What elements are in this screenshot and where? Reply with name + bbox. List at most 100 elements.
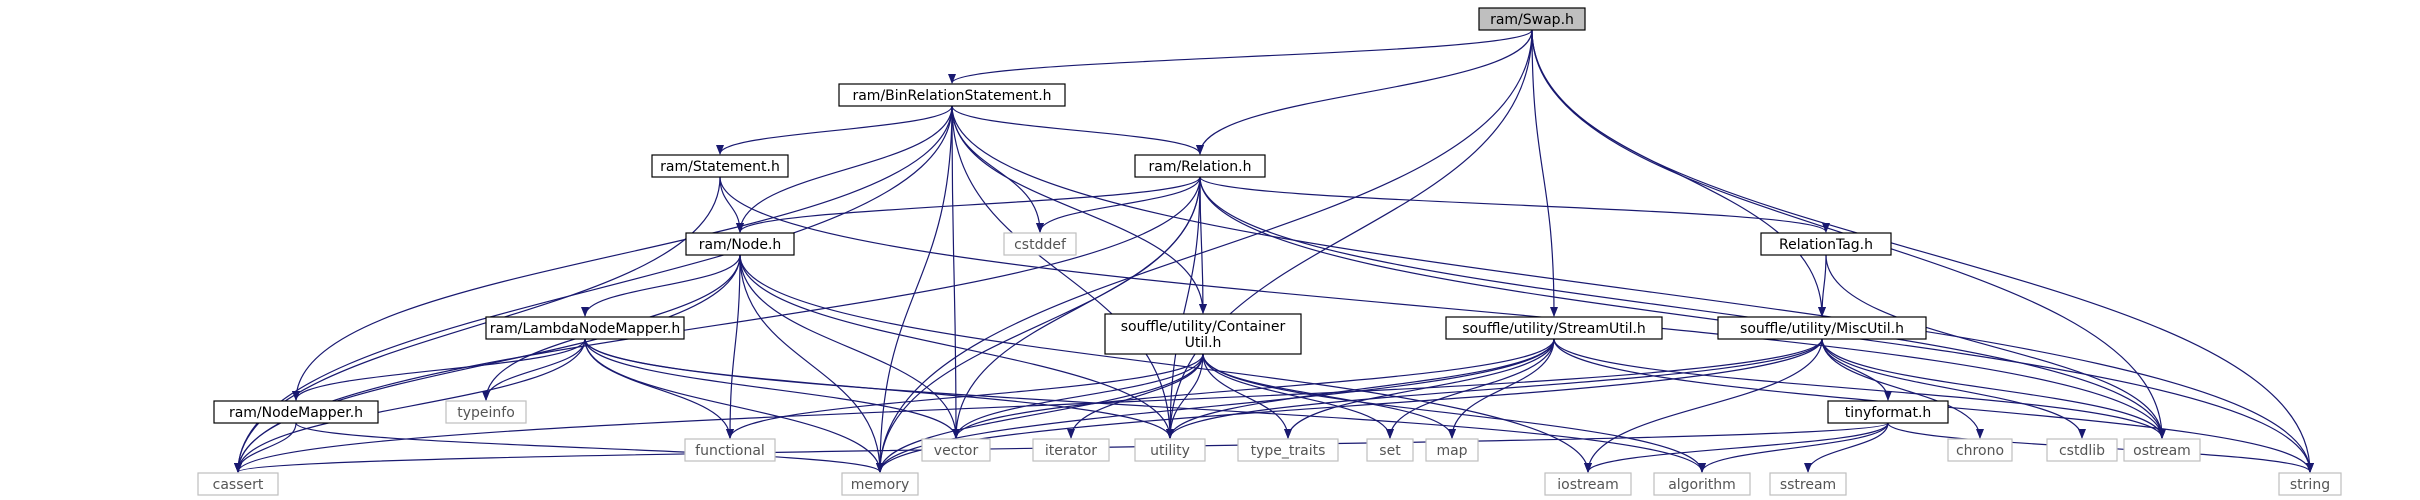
edge-binrel-to-statement xyxy=(716,105,953,155)
node-string: string xyxy=(2278,472,2342,496)
node-utility-box xyxy=(1134,438,1206,462)
node-binrel-box xyxy=(838,83,1066,107)
edge-miscutil-to-ostream xyxy=(1821,338,2166,439)
node-type-traits-box xyxy=(1237,438,1339,462)
edge-node-to-iostream xyxy=(739,254,1592,473)
node-ostream-label: ostream xyxy=(2133,443,2191,459)
node-node-label: ram/Node.h xyxy=(699,237,782,253)
node-swap[interactable]: ram/Swap.h xyxy=(1478,7,1586,31)
edge-miscutil-to-memory xyxy=(876,338,1823,473)
node-nodemapper[interactable]: ram/NodeMapper.h xyxy=(213,400,379,424)
edge-swap-to-utility xyxy=(1166,29,1533,439)
edge-binrel-to-node xyxy=(736,105,953,233)
node-ostream-box xyxy=(2123,438,2201,462)
edge-streamutil-to-vector xyxy=(952,338,1555,439)
node-string-label: string xyxy=(2290,477,2330,493)
node-tinyformat-box xyxy=(1827,400,1949,424)
node-cstdlib-label: cstdlib xyxy=(2059,443,2105,459)
edge-relationtag-to-ostream xyxy=(1825,254,2166,439)
node-vector: vector xyxy=(921,438,991,462)
edge-tinyformat-to-iostream xyxy=(1584,422,1889,473)
node-binrel[interactable]: ram/BinRelationStatement.h xyxy=(838,83,1066,107)
node-sstream-box xyxy=(1769,472,1847,496)
edge-container-to-set xyxy=(1202,353,1394,439)
edge-binrel-to-memory xyxy=(876,105,953,473)
node-ostream: ostream xyxy=(2123,438,2201,462)
node-swap-label: ram/Swap.h xyxy=(1490,12,1574,28)
node-iostream-box xyxy=(1544,472,1632,496)
node-typeinfo: typeinfo xyxy=(445,400,527,424)
node-container-box xyxy=(1104,313,1302,355)
node-algorithm: algorithm xyxy=(1653,472,1751,496)
node-binrel-label: ram/BinRelationStatement.h xyxy=(852,88,1051,104)
edge-node-to-utility xyxy=(739,254,1174,439)
node-functional: functional xyxy=(684,438,776,462)
node-relationtag-label: RelationTag.h xyxy=(1779,237,1873,253)
edge-container-to-iterator xyxy=(1067,353,1204,439)
node-relation-box xyxy=(1134,154,1266,178)
node-node[interactable]: ram/Node.h xyxy=(685,232,795,256)
edge-miscutil-to-utility xyxy=(1166,338,1823,439)
edge-swap-to-miscutil xyxy=(1531,29,1826,317)
edge-swap-to-binrel xyxy=(948,29,1533,84)
node-memory: memory xyxy=(841,472,919,496)
node-vector-label: vector xyxy=(934,443,979,459)
node-container-label-2: Util.h xyxy=(1185,335,1222,351)
edge-relation-to-cstddef xyxy=(1036,176,1201,233)
edge-streamutil-to-type-traits xyxy=(1284,338,1555,439)
node-relation-label: ram/Relation.h xyxy=(1148,159,1251,175)
node-iostream: iostream xyxy=(1544,472,1632,496)
edge-lambdamapper-to-vector xyxy=(584,338,960,439)
edge-container-to-algorithm xyxy=(1202,353,1706,473)
edge-relationtag-to-miscutil xyxy=(1818,254,1827,317)
node-streamutil[interactable]: souffle/utility/StreamUtil.h xyxy=(1445,316,1663,340)
edge-swap-to-streamutil xyxy=(1531,29,1558,317)
node-cassert-label: cassert xyxy=(213,477,264,493)
node-set-label: set xyxy=(1379,443,1401,459)
node-tinyformat[interactable]: tinyformat.h xyxy=(1827,400,1949,424)
node-statement-label: ram/Statement.h xyxy=(660,159,780,175)
edge-miscutil-to-tinyformat xyxy=(1821,338,1892,401)
edge-binrel-to-utility xyxy=(951,105,1174,439)
edge-node-to-lambdamapper xyxy=(581,254,741,317)
node-type-traits-label: type_traits xyxy=(1251,443,1326,459)
node-set: set xyxy=(1366,438,1414,462)
node-type-traits: type_traits xyxy=(1237,438,1339,462)
edge-nodemapper-to-memory xyxy=(295,422,884,473)
node-iostream-label: iostream xyxy=(1557,477,1619,493)
node-relationtag[interactable]: RelationTag.h xyxy=(1760,232,1892,256)
node-relationtag-box xyxy=(1760,232,1892,256)
edge-relation-to-utility xyxy=(1166,176,1201,439)
node-cstddef-label: cstddef xyxy=(1014,237,1067,253)
node-iterator-label: iterator xyxy=(1045,443,1097,459)
edge-tinyformat-to-algorithm xyxy=(1698,422,1889,473)
edge-node-to-functional xyxy=(726,254,741,439)
node-statement-box xyxy=(651,154,789,178)
node-map-label: map xyxy=(1436,443,1467,459)
edge-relation-to-cassert xyxy=(234,176,1201,473)
edge-miscutil-to-iostream xyxy=(1584,338,1823,473)
edge-relation-to-container xyxy=(1198,176,1207,314)
edge-relation-to-memory xyxy=(876,176,1201,473)
node-chrono-box xyxy=(1947,438,2013,462)
node-statement[interactable]: ram/Statement.h xyxy=(651,154,789,178)
node-relation[interactable]: ram/Relation.h xyxy=(1134,154,1266,178)
node-cstdlib: cstdlib xyxy=(2046,438,2118,462)
edge-lambdamapper-to-cassert xyxy=(234,338,586,473)
node-lambdamapper-box xyxy=(485,316,685,340)
edge-streamutil-to-ostream xyxy=(1553,338,2166,439)
node-iterator-box xyxy=(1032,438,1110,462)
edge-container-to-map xyxy=(1202,353,1456,439)
node-string-box xyxy=(2278,472,2342,496)
edge-swap-to-memory xyxy=(876,29,1533,473)
node-memory-label: memory xyxy=(851,477,910,493)
node-miscutil[interactable]: souffle/utility/MiscUtil.h xyxy=(1717,316,1927,340)
node-map-box xyxy=(1425,438,1479,462)
edge-container-to-utility xyxy=(1166,353,1204,439)
node-lambdamapper[interactable]: ram/LambdaNodeMapper.h xyxy=(485,316,685,340)
node-sstream: sstream xyxy=(1769,472,1847,496)
edge-node-to-memory xyxy=(739,254,884,473)
node-cassert-box xyxy=(197,472,279,496)
